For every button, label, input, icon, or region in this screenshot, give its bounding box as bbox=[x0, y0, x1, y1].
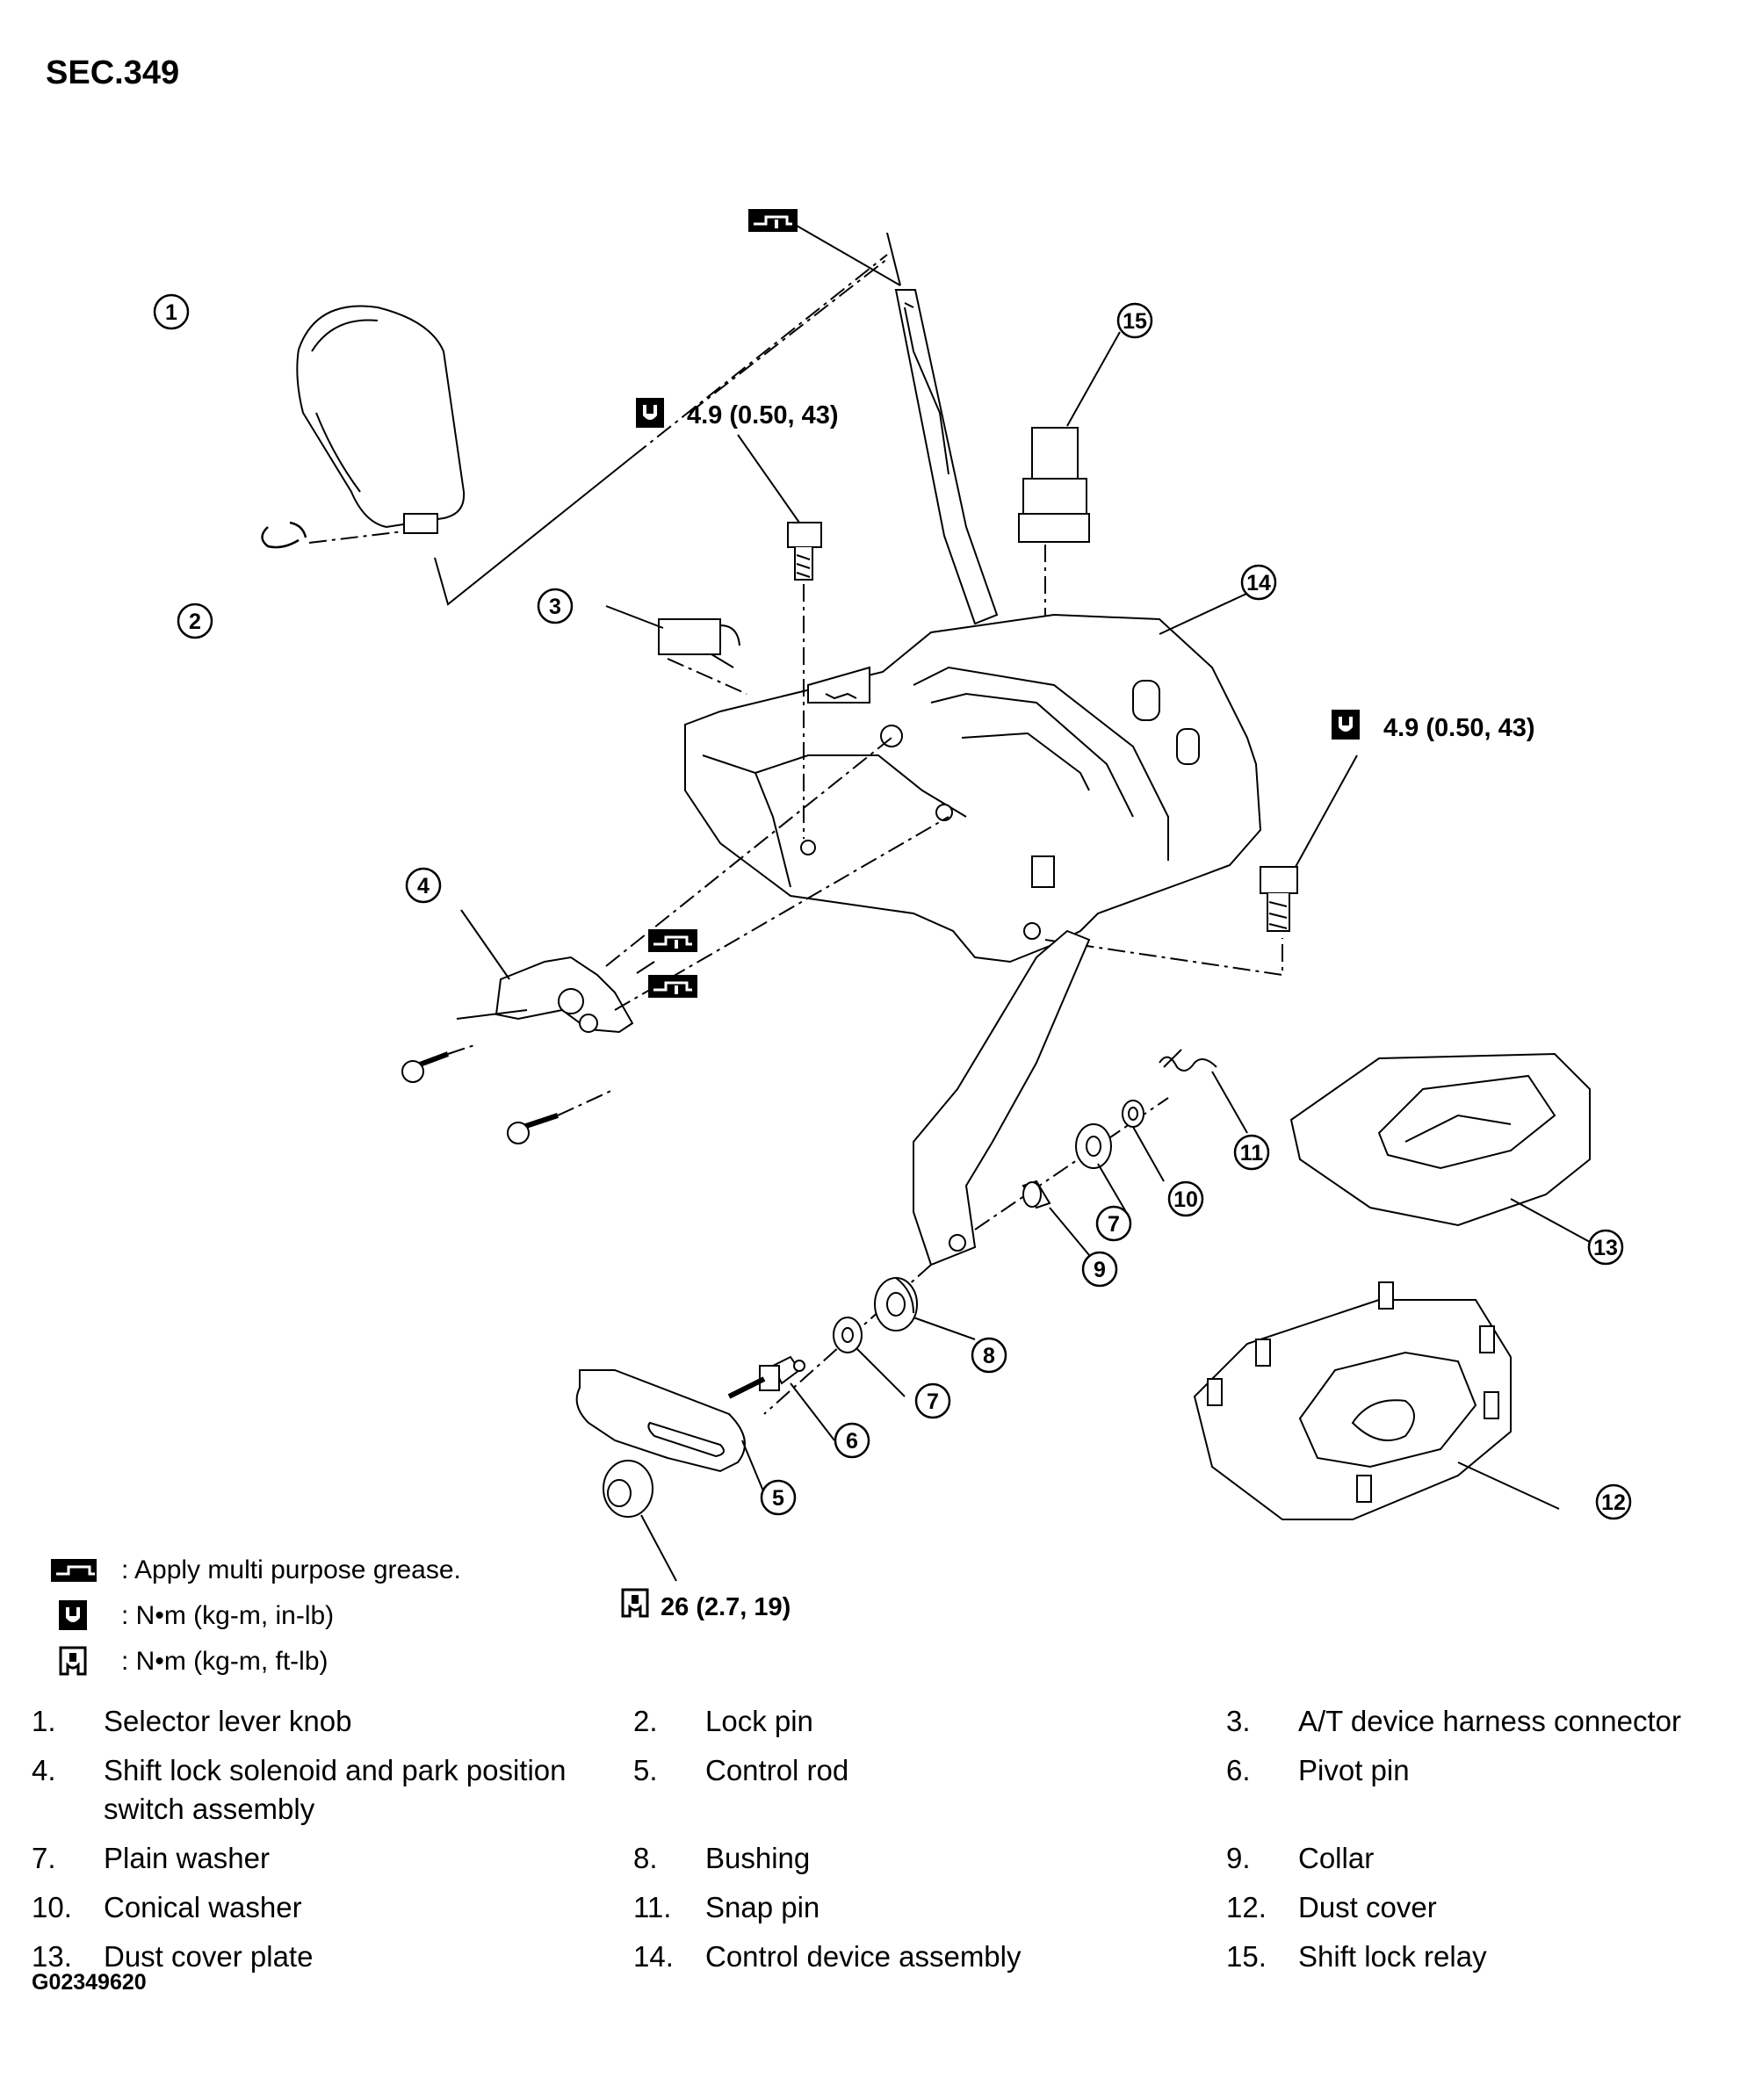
grease-icon bbox=[51, 1559, 97, 1582]
callout-1: 1 bbox=[153, 293, 190, 330]
callout-10: 10 bbox=[1167, 1180, 1204, 1217]
callout-7: 7 bbox=[914, 1382, 951, 1419]
callout-number: 4 bbox=[417, 874, 430, 898]
callout-2: 2 bbox=[177, 603, 213, 639]
callout-6: 6 bbox=[834, 1422, 870, 1459]
callout-12: 12 bbox=[1595, 1483, 1632, 1520]
parts-list: 1.Selector lever knob 2.Lock pin 3.A/T d… bbox=[32, 1702, 1709, 1987]
callout-number: 3 bbox=[549, 595, 561, 619]
shift-lock-relay bbox=[1031, 427, 1079, 480]
callout-3: 3 bbox=[537, 588, 574, 624]
dust-cover-plate bbox=[1289, 1052, 1591, 1227]
figure-code: G02349620 bbox=[32, 1970, 147, 1995]
callout-number: 12 bbox=[1601, 1490, 1626, 1515]
torque-wrench-filled-icon bbox=[51, 1600, 97, 1632]
callout-8: 8 bbox=[971, 1337, 1007, 1374]
callout-4: 4 bbox=[405, 867, 442, 904]
parts-row: 1.Selector lever knob 2.Lock pin 3.A/T d… bbox=[32, 1702, 1709, 1741]
part-item: 13.Dust cover plate bbox=[32, 1940, 314, 1973]
callout-number: 15 bbox=[1123, 309, 1147, 334]
part-item: 14.Control device assembly bbox=[633, 1940, 1022, 1973]
callout-15: 15 bbox=[1116, 302, 1153, 339]
legend-torque-in-lb: : N•m (kg-m, in-lb) bbox=[51, 1593, 461, 1639]
harness-connector bbox=[658, 618, 721, 655]
section-label: SEC.349 bbox=[46, 54, 180, 91]
control-device-assembly bbox=[684, 613, 1262, 963]
callout-number: 14 bbox=[1246, 571, 1271, 595]
part-item: 8.Bushing bbox=[633, 1842, 811, 1874]
part-item: 12.Dust cover bbox=[1226, 1891, 1437, 1923]
part-item: 9.Collar bbox=[1226, 1842, 1375, 1874]
callout-number: 11 bbox=[1240, 1141, 1264, 1165]
legend-grease: : Apply multi purpose grease. bbox=[51, 1548, 461, 1593]
callout-number: 2 bbox=[189, 610, 201, 634]
torque-bottom: 26 (2.7, 19) bbox=[661, 1593, 791, 1621]
part-item: 2.Lock pin bbox=[633, 1705, 813, 1737]
part-item: 6.Pivot pin bbox=[1226, 1754, 1410, 1786]
part-item: 4.Shift lock solenoid and park position … bbox=[32, 1754, 567, 1825]
exploded-view-diagram: 4.9 (0.50, 43) 4.9 (0.50, 43) 26 (2.7, 1… bbox=[153, 207, 1632, 1621]
parts-row: 13.Dust cover plate 14.Control device as… bbox=[32, 1938, 1709, 1976]
callout-14: 14 bbox=[1240, 564, 1277, 601]
callout-number: 10 bbox=[1173, 1187, 1198, 1212]
torque-wrench-open-icon bbox=[51, 1646, 97, 1678]
callout-7: 7 bbox=[1095, 1205, 1132, 1242]
callout-number: 9 bbox=[1094, 1258, 1106, 1282]
part-item: 11.Snap pin bbox=[633, 1891, 820, 1923]
part-item: 15.Shift lock relay bbox=[1226, 1940, 1487, 1973]
torque-right: 4.9 (0.50, 43) bbox=[1383, 714, 1535, 742]
legend-torque-ft-lb: : N•m (kg-m, ft-lb) bbox=[51, 1639, 461, 1685]
callout-number: 1 bbox=[165, 300, 177, 325]
callout-number: 7 bbox=[927, 1389, 939, 1414]
lock-pin bbox=[261, 521, 307, 549]
callout-9: 9 bbox=[1081, 1251, 1118, 1288]
parts-row: 4.Shift lock solenoid and park position … bbox=[32, 1751, 1709, 1829]
callout-11: 11 bbox=[1233, 1134, 1270, 1171]
callout-number: 8 bbox=[983, 1344, 995, 1368]
parts-row: 10.Conical washer 11.Snap pin 12.Dust co… bbox=[32, 1888, 1709, 1927]
callout-number: 13 bbox=[1593, 1236, 1618, 1260]
part-item: 7.Plain washer bbox=[32, 1842, 270, 1874]
torque-top: 4.9 (0.50, 43) bbox=[687, 401, 839, 429]
parts-row: 7.Plain washer 8.Bushing 9.Collar bbox=[32, 1839, 1709, 1878]
selector-lever-knob bbox=[296, 305, 466, 529]
callout-number: 5 bbox=[772, 1486, 784, 1511]
dust-cover bbox=[1193, 1299, 1512, 1520]
part-item: 3.A/T device harness connector bbox=[1226, 1705, 1681, 1737]
part-item: 5.Control rod bbox=[633, 1754, 849, 1786]
part-item: 1.Selector lever knob bbox=[32, 1705, 352, 1737]
control-rod bbox=[575, 1369, 746, 1473]
part-item: 10.Conical washer bbox=[32, 1891, 302, 1923]
symbol-legend: : Apply multi purpose grease. : N•m (kg-… bbox=[51, 1548, 461, 1685]
callout-13: 13 bbox=[1587, 1229, 1624, 1266]
callout-5: 5 bbox=[760, 1479, 797, 1516]
callout-number: 7 bbox=[1108, 1212, 1120, 1237]
callout-number: 6 bbox=[846, 1429, 858, 1454]
